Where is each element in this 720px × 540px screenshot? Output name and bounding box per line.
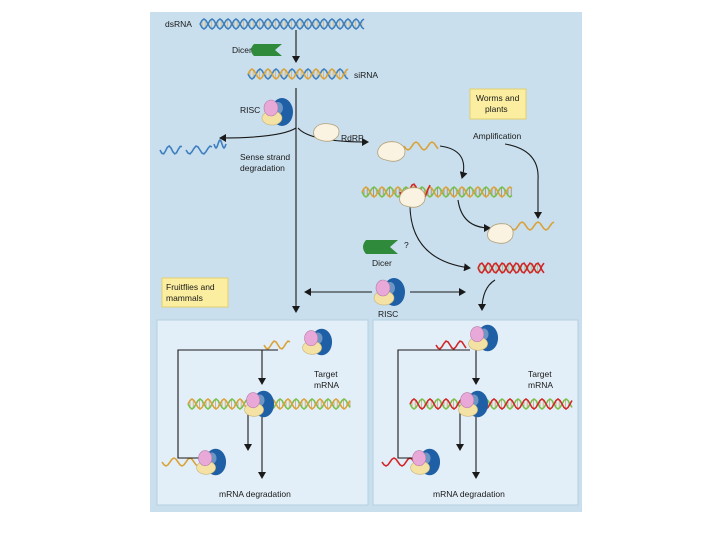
label-fruit-1: Fruitflies and bbox=[166, 282, 215, 292]
risc-left-target bbox=[244, 390, 275, 418]
fruitflies-mammals-box bbox=[161, 277, 229, 308]
dicer-enzyme-mid bbox=[363, 240, 398, 254]
label-worms-1: Worms and bbox=[476, 93, 520, 103]
right-guide-strand bbox=[435, 340, 467, 350]
rdrp-dsrna bbox=[399, 187, 426, 208]
label-degradation-left: mRNA degradation bbox=[219, 489, 291, 499]
dicer-enzyme-top bbox=[251, 44, 282, 56]
risc-left-cleaved bbox=[196, 448, 227, 476]
sirna-helix bbox=[247, 68, 349, 80]
pathway-arrows bbox=[177, 30, 542, 479]
label-sirna: siRNA bbox=[354, 70, 378, 80]
label-amplification: Amplification bbox=[473, 131, 521, 141]
right-recycle-loop bbox=[397, 349, 470, 459]
label-target-left-1: Target bbox=[314, 369, 338, 379]
risc-right-cleaved bbox=[410, 448, 441, 476]
label-target-left-2: mRNA bbox=[314, 380, 339, 390]
degraded-strand-1 bbox=[159, 144, 183, 155]
arrow-red-to-panel bbox=[478, 279, 496, 311]
label-target-right-2: mRNA bbox=[528, 380, 553, 390]
diagram-labels: dsRNA Dicer siRNA RISC RdRP Sense strand… bbox=[165, 19, 553, 499]
risc-mid bbox=[373, 278, 405, 306]
loop-strand bbox=[509, 221, 555, 231]
arrow-to-new-dsrna bbox=[457, 199, 491, 232]
risc-right-guide bbox=[468, 324, 499, 352]
amplification-strand bbox=[403, 141, 439, 151]
rdrp-enzyme bbox=[313, 123, 340, 142]
risc-top bbox=[261, 98, 293, 126]
arrow-to-red-dsrna bbox=[409, 199, 471, 272]
label-worms-2: plants bbox=[485, 104, 508, 114]
left-guide-strand bbox=[263, 340, 291, 350]
right-target-mrna bbox=[409, 398, 573, 410]
label-dicer-mid: Dicer bbox=[372, 258, 392, 268]
label-risc-top: RISC bbox=[240, 105, 260, 115]
label-dsrna: dsRNA bbox=[165, 19, 192, 29]
label-sense-2: degradation bbox=[240, 163, 285, 173]
arrow-sense-degradation bbox=[219, 127, 297, 142]
label-degradation-right: mRNA degradation bbox=[433, 489, 505, 499]
label-question: ? bbox=[404, 240, 409, 250]
left-recycle-loop bbox=[177, 349, 278, 459]
red-dsrna-helix bbox=[477, 262, 545, 274]
risc-left-guide bbox=[302, 328, 333, 356]
worms-plants-box bbox=[469, 88, 527, 120]
arrow-amplification bbox=[439, 145, 468, 179]
risc-right-target bbox=[458, 390, 489, 418]
arrow-amplify-loop bbox=[504, 143, 542, 219]
dsrna-helix bbox=[199, 18, 365, 30]
label-rdrp: RdRP bbox=[341, 133, 364, 143]
label-target-right-1: Target bbox=[528, 369, 552, 379]
label-risc-mid: RISC bbox=[378, 309, 398, 319]
label-fruit-2: mammals bbox=[166, 293, 203, 303]
label-sense-1: Sense strand bbox=[240, 152, 290, 162]
degraded-strand-2 bbox=[185, 145, 213, 155]
label-dicer-top: Dicer bbox=[232, 45, 252, 55]
rdrp-loop bbox=[487, 223, 514, 244]
rna-strands bbox=[159, 18, 573, 467]
risc-complexes bbox=[196, 98, 499, 476]
rdrp-amplification bbox=[377, 141, 406, 162]
